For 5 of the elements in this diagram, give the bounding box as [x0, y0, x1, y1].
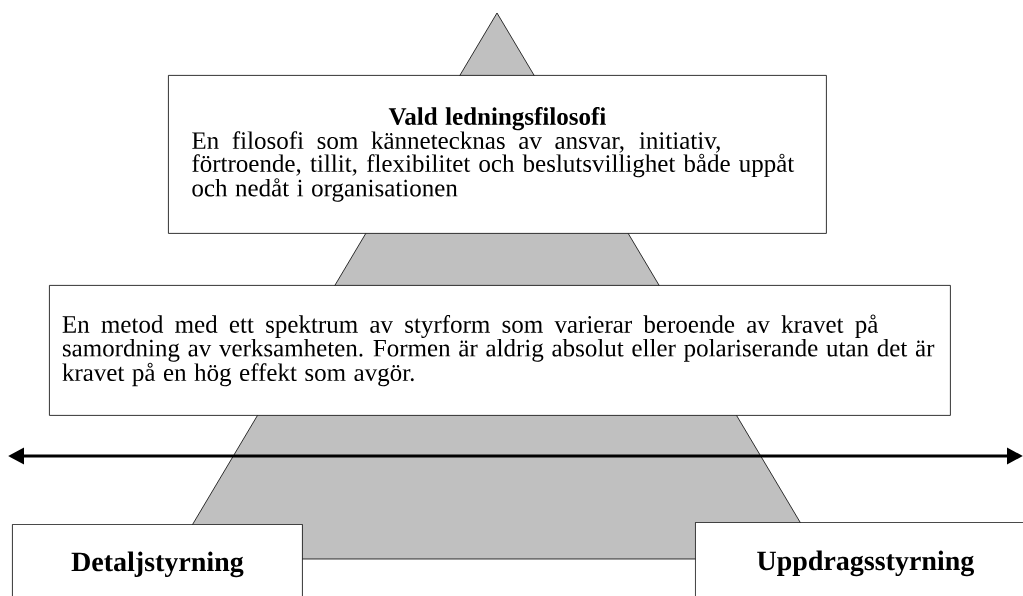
- node-label: Detaljstyrning: [71, 551, 244, 578]
- text-box: Vald ledningsfilosofi En filosofi som kännetecknas av ansvar, initiativ, förtroende, tillit, flexibilitet och beslutsvillighet både uppåt och nedåt i organisationen: [168, 75, 827, 234]
- label-box: Detaljstyrning: [12, 524, 303, 596]
- label-box: Uppdragsstyrning: [695, 522, 1023, 596]
- text-box: En metod med ett spektrum av styrform som varierar beroende av kravet på samordning av verksamheten. Formen är aldrig absolut eller polariserande utan det är kravet på en hög effekt som avgör.: [49, 285, 951, 416]
